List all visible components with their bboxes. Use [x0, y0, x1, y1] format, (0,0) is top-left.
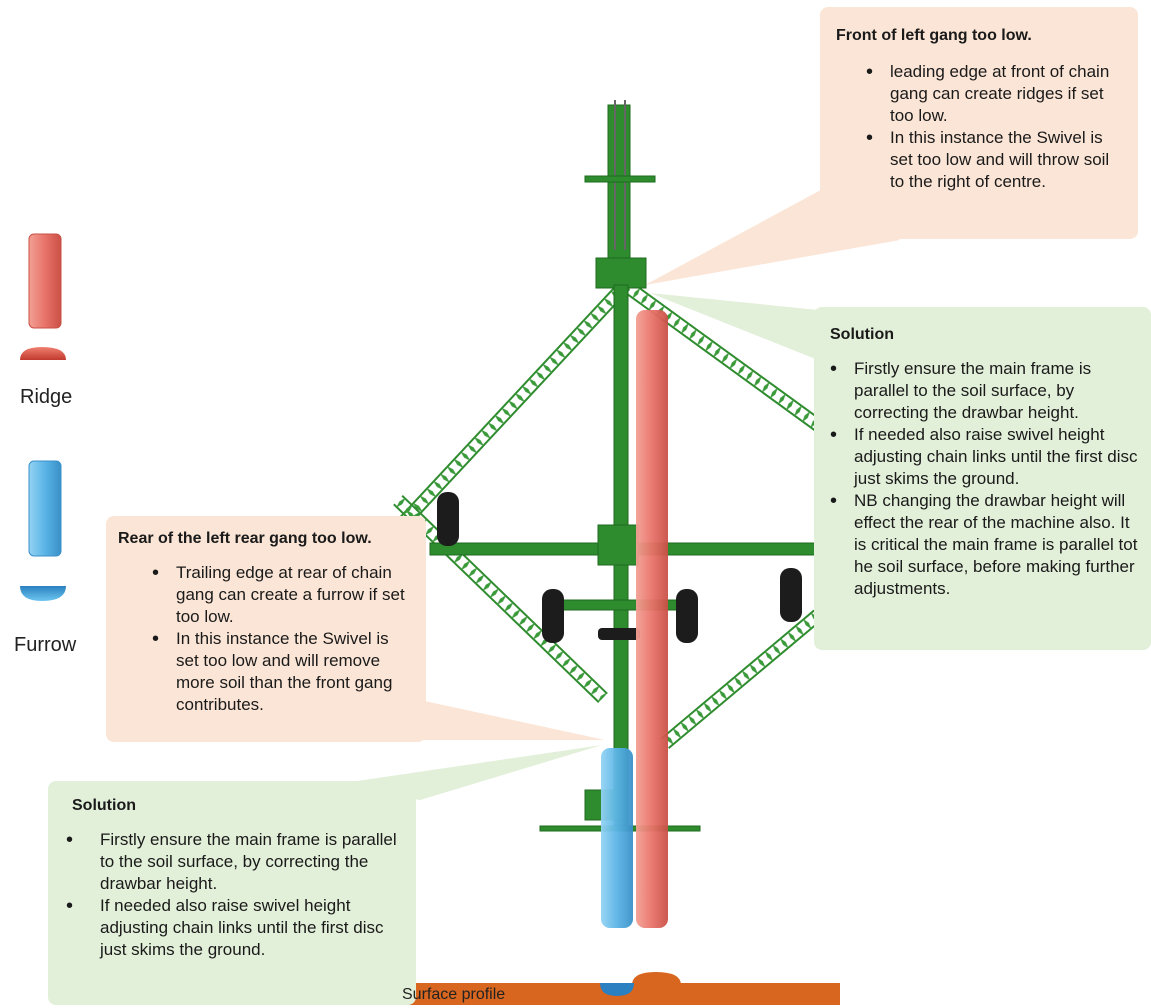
- front-solution-bullet: Firstly ensure the main frame is paralle…: [824, 358, 1143, 424]
- front-solution-list: Firstly ensure the main frame is paralle…: [824, 358, 1143, 600]
- tyre-right-inner: [676, 589, 698, 643]
- gearbox: [597, 524, 639, 566]
- ridge-indicator-bar: [636, 310, 668, 928]
- rear-solution-bullet: If needed also raise swivel height adjus…: [60, 895, 404, 961]
- front-problem-callout: Front of left gang too low. leading edge…: [820, 7, 1138, 239]
- swivel-bracket: [595, 257, 647, 289]
- tyre-right-outer: [780, 568, 802, 622]
- front-problem-bullet: leading edge at front of chain gang can …: [860, 61, 1124, 127]
- rear-problem-bullet: In this instance the Swivel is set too l…: [146, 628, 414, 716]
- hitch-crossbar: [584, 175, 656, 183]
- main-frame: [429, 100, 816, 832]
- furrow-label: Furrow: [14, 634, 77, 656]
- chain-gang-rear-right: [660, 609, 823, 749]
- ridge-label: Ridge: [20, 386, 73, 408]
- rear-solution-bullet: Firstly ensure the main frame is paralle…: [60, 829, 404, 895]
- ridge-swatch: [28, 233, 62, 329]
- rear-problem-callout: Rear of the left rear gang too low. Trai…: [106, 516, 426, 742]
- front-problem-bullet: In this instance the Swivel is set too l…: [860, 127, 1124, 193]
- rear-problem-bullet: Trailing edge at rear of chain gang can …: [146, 562, 414, 628]
- tyre-left-outer: [437, 492, 459, 546]
- front-solution-bullet: If needed also raise swivel height adjus…: [824, 424, 1143, 490]
- rear-problem-pointer: [420, 700, 605, 740]
- furrow-indicator-bar: [601, 748, 633, 928]
- front-solution-pointer: [650, 293, 818, 360]
- front-problem-title: Front of left gang too low.: [836, 27, 1032, 44]
- furrow-swatch: [28, 460, 62, 557]
- surface-ridge-icon: [632, 972, 681, 985]
- hydraulic-cylinder: [598, 628, 640, 640]
- rear-problem-list: Trailing edge at rear of chain gang can …: [118, 562, 414, 716]
- wheel-axle: [547, 599, 694, 611]
- rear-solution-list: Firstly ensure the main frame is paralle…: [60, 829, 404, 961]
- furrow-cap-icon: [20, 586, 66, 601]
- rear-solution-callout: Solution Firstly ensure the main frame i…: [48, 781, 416, 1005]
- surface-profile-label: Surface profile: [402, 986, 506, 1003]
- surface-furrow-icon: [600, 983, 634, 996]
- chain-gang-front-right: [620, 279, 848, 450]
- tyres: [437, 492, 802, 643]
- rear-solution-title: Solution: [72, 797, 136, 814]
- chain-gang-front-left: [384, 280, 631, 543]
- front-solution-bullet: NB changing the drawbar height will effe…: [824, 490, 1143, 600]
- front-solution-callout: Solution Firstly ensure the main frame i…: [814, 307, 1151, 650]
- front-solution-title: Solution: [830, 326, 894, 343]
- tyre-left-inner: [542, 589, 564, 643]
- front-problem-list: leading edge at front of chain gang can …: [836, 61, 1124, 193]
- rear-problem-title: Rear of the left rear gang too low.: [118, 530, 372, 547]
- ridge-cap-icon: [20, 347, 66, 360]
